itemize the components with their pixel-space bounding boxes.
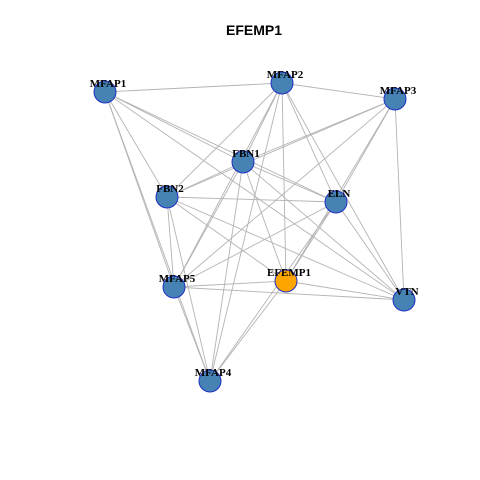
node-circle-efemp1 <box>274 269 298 293</box>
node-label-mfap4: MFAP4 <box>195 367 232 379</box>
edge-mfap2-vtn <box>281 82 405 301</box>
edge-mfap5-vtn <box>173 286 405 301</box>
node-label-fbn2: FBN2 <box>156 183 184 195</box>
edge-fbn1-efemp1 <box>242 161 287 282</box>
edge-fbn1-mfap5 <box>173 161 244 288</box>
node-label-mfap5: MFAP5 <box>159 273 196 285</box>
node-circle-mfap5 <box>162 275 186 299</box>
edge-mfap1-mfap2 <box>104 82 283 93</box>
edge-mfap3-mfap5 <box>173 98 396 288</box>
edge-mfap1-fbn1 <box>104 91 244 163</box>
node-label-eln: ELN <box>328 188 351 200</box>
node-label-mfap2: MFAP2 <box>267 69 304 81</box>
node-label-mfap1: MFAP1 <box>90 78 126 90</box>
edge-mfap3-vtn <box>394 98 405 301</box>
edge-mfap1-mfap4 <box>104 91 211 382</box>
node-fbn2: FBN2 <box>155 183 184 209</box>
node-vtn: VTN <box>392 286 419 312</box>
edge-mfap2-eln <box>281 82 337 203</box>
edge-efemp1-mfap5 <box>173 280 287 288</box>
edge-efemp1-vtn <box>285 280 405 301</box>
edge-mfap1-fbn2 <box>104 91 168 198</box>
edge-mfap3-fbn2 <box>166 98 396 198</box>
node-circle-vtn <box>392 288 416 312</box>
edge-eln-mfap4 <box>209 201 337 382</box>
node-circle-mfap3 <box>383 87 407 111</box>
node-circle-mfap4 <box>198 369 222 393</box>
node-circle-mfap1 <box>93 80 117 104</box>
node-efemp1: EFEMP1 <box>267 267 311 293</box>
node-mfap5: MFAP5 <box>159 273 196 299</box>
edge-mfap5-mfap4 <box>173 286 211 382</box>
edge-fbn2-mfap4 <box>166 196 211 382</box>
node-label-fbn1: FBN1 <box>232 148 260 160</box>
edge-mfap2-mfap3 <box>281 82 396 100</box>
edge-fbn1-fbn2 <box>166 161 244 198</box>
node-fbn1: FBN1 <box>231 148 260 174</box>
node-label-mfap3: MFAP3 <box>380 85 417 97</box>
diagram-title: EFEMP1 <box>226 22 282 38</box>
edge-eln-vtn <box>335 201 405 301</box>
edge-fbn1-eln <box>242 161 337 203</box>
edge-mfap3-efemp1 <box>285 98 396 282</box>
edge-fbn2-eln <box>166 196 337 203</box>
edge-fbn1-vtn <box>242 161 405 301</box>
edge-eln-efemp1 <box>285 201 337 282</box>
node-label-efemp1: EFEMP1 <box>267 267 311 279</box>
node-circle-mfap2 <box>270 71 294 95</box>
node-mfap2: MFAP2 <box>267 69 304 95</box>
node-eln: ELN <box>324 188 351 214</box>
edges-layer <box>104 82 405 382</box>
node-circle-fbn1 <box>231 150 255 174</box>
edge-mfap2-mfap5 <box>173 82 283 288</box>
edge-eln-mfap5 <box>173 201 337 288</box>
edge-fbn2-efemp1 <box>166 196 287 282</box>
edge-fbn1-mfap4 <box>209 161 244 382</box>
node-mfap3: MFAP3 <box>380 85 417 111</box>
node-mfap4: MFAP4 <box>195 367 232 393</box>
node-label-vtn: VTN <box>395 286 418 298</box>
edge-fbn2-vtn <box>166 196 405 301</box>
edge-mfap2-mfap4 <box>209 82 283 382</box>
edge-mfap2-fbn2 <box>166 82 283 198</box>
node-mfap1: MFAP1 <box>90 78 126 104</box>
edge-efemp1-mfap4 <box>209 280 287 382</box>
node-circle-fbn2 <box>155 185 179 209</box>
node-circle-eln <box>324 190 348 214</box>
edge-fbn2-mfap5 <box>166 196 175 288</box>
edge-mfap1-eln <box>104 91 337 203</box>
